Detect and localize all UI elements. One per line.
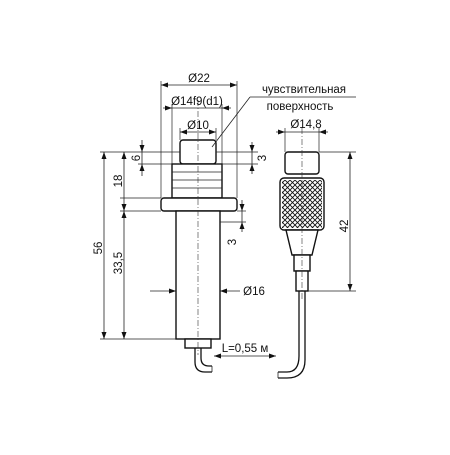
label-dim-3-mid: 3 <box>227 239 239 245</box>
label-d16: Ø16 <box>243 286 265 298</box>
dim-6: 6 <box>131 140 145 176</box>
dim-diameter-22: Ø22 <box>160 73 238 198</box>
label-dim-6: 6 <box>131 155 143 161</box>
dim-18: 18 <box>113 152 127 211</box>
dim-33-5: 33,5 <box>113 211 127 339</box>
label-d14f9: Ø14f9(d1) <box>171 96 223 108</box>
dim-3-mid: 3 <box>220 200 246 245</box>
note-sensitive-surface: чувствительная поверхность <box>211 84 356 148</box>
label-dim-56: 56 <box>93 242 105 255</box>
dim-42: 42 <box>308 151 356 292</box>
note-line-2: поверхность <box>267 101 334 113</box>
label-cable-length: L=0,55 м <box>222 343 269 355</box>
dim-cable-length: L=0,55 м <box>214 343 276 359</box>
label-dim-3-top: 3 <box>257 155 269 161</box>
label-dim-18: 18 <box>113 175 125 188</box>
dim-56: 56 <box>93 152 107 339</box>
label-dim-33-5: 33,5 <box>113 252 125 274</box>
dim-diameter-14-8: Ø14,8 <box>276 119 328 152</box>
connector-cable <box>277 291 306 379</box>
label-d10: Ø10 <box>187 120 209 132</box>
dim-diameter-10: Ø10 <box>179 120 217 140</box>
note-line-1: чувствительная <box>262 84 346 96</box>
label-d14-8: Ø14,8 <box>290 119 321 131</box>
connector-body <box>279 151 325 292</box>
dim-3-top: 3 <box>216 142 269 174</box>
sensor-cable <box>194 348 213 373</box>
label-dim-42: 42 <box>339 220 351 233</box>
sensor-body <box>160 139 238 349</box>
dim-diameter-16: Ø16 <box>150 286 265 298</box>
label-d22: Ø22 <box>188 73 210 85</box>
